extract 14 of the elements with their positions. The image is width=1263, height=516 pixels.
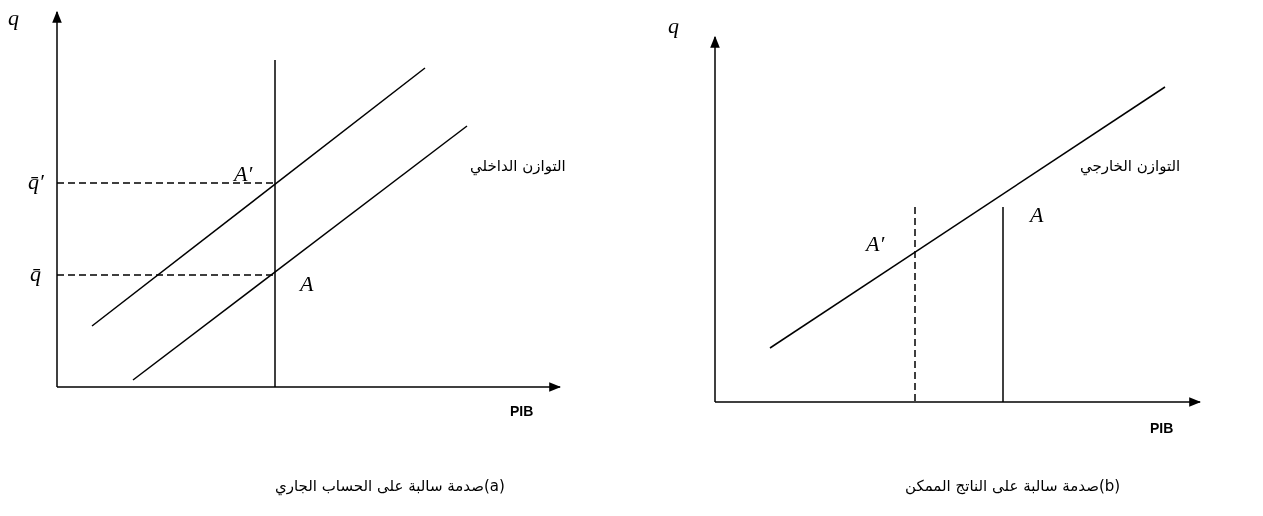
axis-label: PIB <box>1150 421 1174 437</box>
point-label: A′ <box>234 162 253 187</box>
curve-label: التوازن الخارجي <box>1080 158 1181 175</box>
point-label: A′ <box>866 232 885 257</box>
axis-label: q <box>668 14 679 39</box>
tick-label: q̄′ <box>28 170 44 195</box>
tick-label: q̄ <box>30 262 41 287</box>
axis-label: PIB <box>510 404 534 420</box>
caption: صدمة سالبة على الناتج الممكن(b) <box>905 478 1121 495</box>
caption: صدمة سالبة على الحساب الجاري(a) <box>275 478 505 495</box>
point-label: A <box>300 272 314 297</box>
curve-label: التوازن الداخلي <box>470 158 566 175</box>
axis-label: q <box>8 6 19 31</box>
point-label: A <box>1030 203 1044 228</box>
